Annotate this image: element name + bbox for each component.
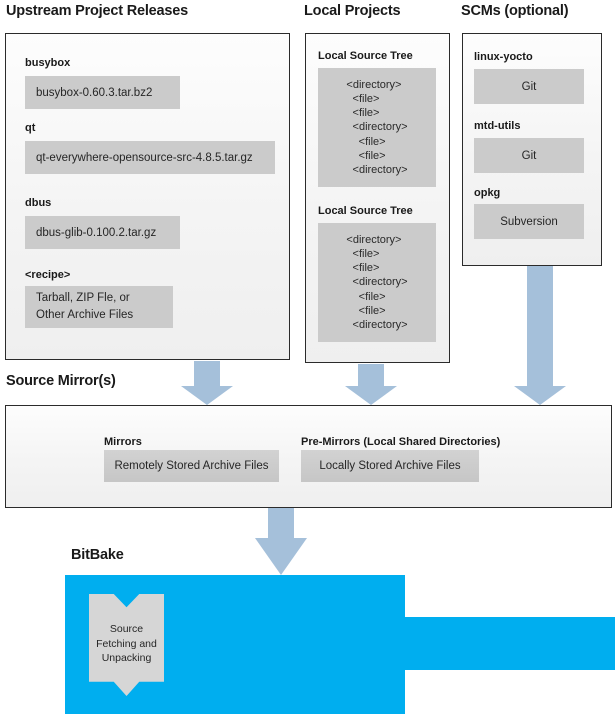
source-fetching-and-unpacking-task[interactable]: Source Fetching and Unpacking [89, 594, 164, 696]
upstream-item-value-recipe: Tarball, ZIP Fle, or Other Archive Files [25, 286, 173, 328]
arrow-shaft [268, 508, 294, 539]
scms-heading: SCMs (optional) [461, 3, 569, 19]
local-projects-heading: Local Projects [304, 3, 401, 19]
upstream-value-text-qt: qt-everywhere-opensource-src-4.8.5.tar.g… [36, 151, 253, 164]
bitbake-heading: BitBake [71, 547, 124, 563]
arrow-shaft [194, 361, 220, 387]
upstream-item-label-busybox: busybox [25, 57, 71, 69]
mirrors-column-label-premirrors: Pre-Mirrors (Local Shared Directories) [301, 436, 501, 448]
source-mirrors-heading: Source Mirror(s) [6, 373, 116, 389]
arrow-head [345, 386, 397, 405]
upstream-heading: Upstream Project Releases [6, 3, 188, 19]
arrow-head [514, 386, 566, 405]
scm-item-label-linux-yocto: linux-yocto [474, 51, 533, 63]
local-tree-label-1: Local Source Tree [318, 50, 413, 62]
arrow-shaft [527, 266, 553, 387]
local-tree-listing-text-1: <directory> <file> <file> <directory> <f… [346, 79, 408, 176]
upstream-value-text-dbus: dbus-glib-0.100.2.tar.gz [36, 226, 157, 239]
mirrors-column-value-premirrors: Locally Stored Archive Files [301, 450, 479, 482]
upstream-item-label-recipe: <recipe> [25, 269, 71, 281]
local-tree-listing-2: <directory> <file> <file> <directory> <f… [318, 223, 436, 342]
mirrors-value-text-mirrors: Remotely Stored Archive Files [114, 460, 269, 472]
source-fetching-task-label: Source Fetching and Unpacking [96, 622, 157, 665]
arrow-head [255, 538, 307, 575]
bitbake-tail [403, 617, 615, 670]
local-tree-listing-1: <directory> <file> <file> <directory> <f… [318, 68, 436, 187]
mirrors-column-label-mirrors: Mirrors [104, 436, 142, 448]
scm-value-text-mtd-utils: Git [521, 149, 537, 162]
upstream-item-value-qt: qt-everywhere-opensource-src-4.8.5.tar.g… [25, 141, 275, 174]
upstream-item-value-busybox: busybox-0.60.3.tar.bz2 [25, 76, 180, 109]
upstream-item-value-dbus: dbus-glib-0.100.2.tar.gz [25, 216, 180, 249]
upstream-value-text-busybox: busybox-0.60.3.tar.bz2 [36, 86, 153, 99]
scm-item-value-opkg: Subversion [474, 204, 584, 239]
mirrors-column-value-mirrors: Remotely Stored Archive Files [104, 450, 279, 482]
upstream-item-label-qt: qt [25, 122, 36, 134]
arrow-head [181, 386, 233, 405]
local-tree-label-2: Local Source Tree [318, 205, 413, 217]
mirrors-value-text-premirrors: Locally Stored Archive Files [319, 460, 461, 472]
scm-item-value-mtd-utils: Git [474, 138, 584, 173]
scm-item-label-mtd-utils: mtd-utils [474, 120, 521, 132]
arrow-shaft [358, 364, 384, 387]
scm-item-label-opkg: opkg [474, 187, 501, 199]
scm-item-value-linux-yocto: Git [474, 69, 584, 104]
local-tree-listing-text-2: <directory> <file> <file> <directory> <f… [346, 234, 408, 331]
upstream-value-text-recipe: Tarball, ZIP Fle, or Other Archive Files [36, 292, 134, 321]
upstream-item-label-dbus: dbus [25, 197, 52, 209]
scm-value-text-linux-yocto: Git [521, 80, 537, 93]
scm-value-text-opkg: Subversion [500, 215, 558, 228]
